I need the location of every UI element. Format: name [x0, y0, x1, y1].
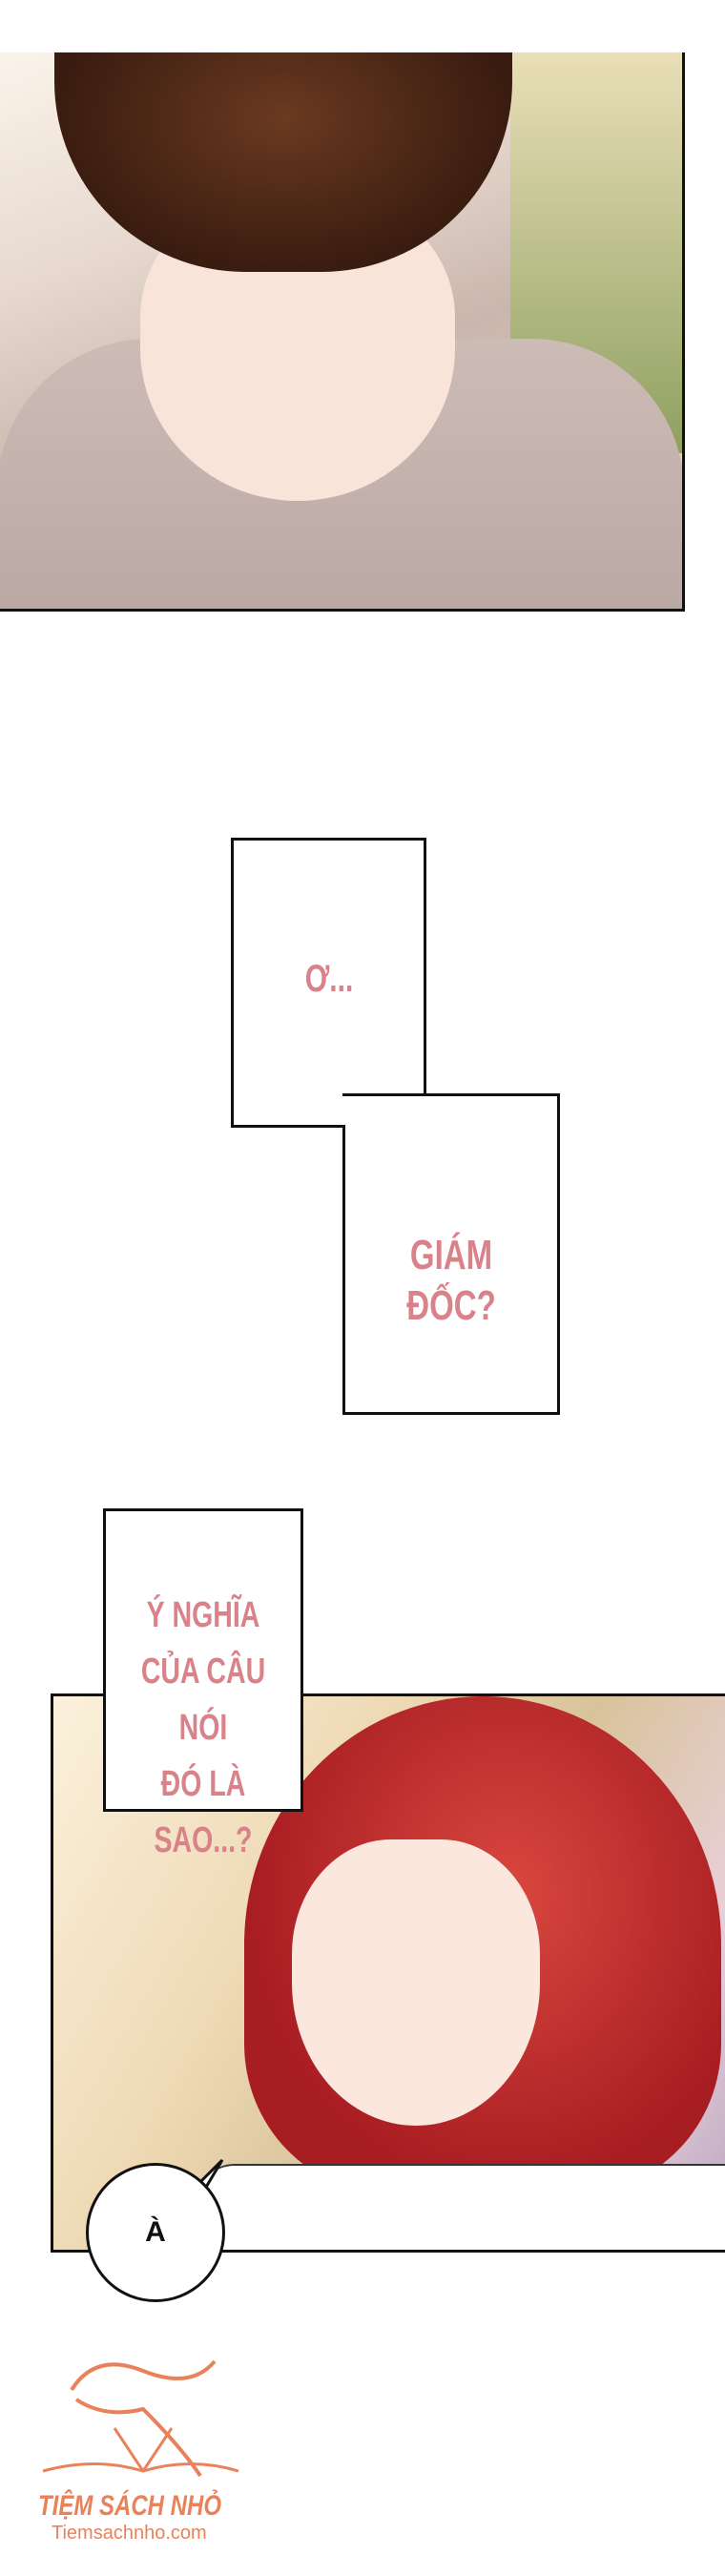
comic-panel-girl — [51, 1693, 725, 2253]
comic-panel-boy — [0, 52, 685, 612]
speech-bubble: À — [86, 2163, 225, 2302]
face — [292, 1839, 540, 2126]
watermark-url: Tiemsachnho.com — [52, 2523, 207, 2544]
caption-line: CỦA CÂU NÓI — [140, 1651, 266, 1748]
box-join — [342, 1096, 424, 1125]
caption-box-1 — [231, 838, 426, 1128]
caption-text-1: Ơ... — [304, 958, 354, 1000]
watermark-name: TIỆM SÁCH NHỎ — [38, 2490, 221, 2522]
caption-line: ĐÓ LÀ SAO...? — [154, 1763, 253, 1860]
caption-line: Ý NGHĨA — [146, 1595, 260, 1635]
caption-text-2: GIÁM ĐỐC? — [406, 1232, 496, 1329]
shirt — [197, 2164, 725, 2250]
watermark-logo: TIỆM SÁCH NHỎ Tiemsachnho.com — [38, 2342, 248, 2552]
hair — [54, 52, 512, 272]
caption-box-2 — [342, 1093, 560, 1415]
tiger-book-icon — [42, 2359, 239, 2478]
caption-text-3: Ý NGHĨA CỦA CÂU NÓI ĐÓ LÀ SAO...? — [123, 1588, 283, 1868]
caption-box-3: Ý NGHĨA CỦA CÂU NÓI ĐÓ LÀ SAO...? — [103, 1508, 303, 1860]
